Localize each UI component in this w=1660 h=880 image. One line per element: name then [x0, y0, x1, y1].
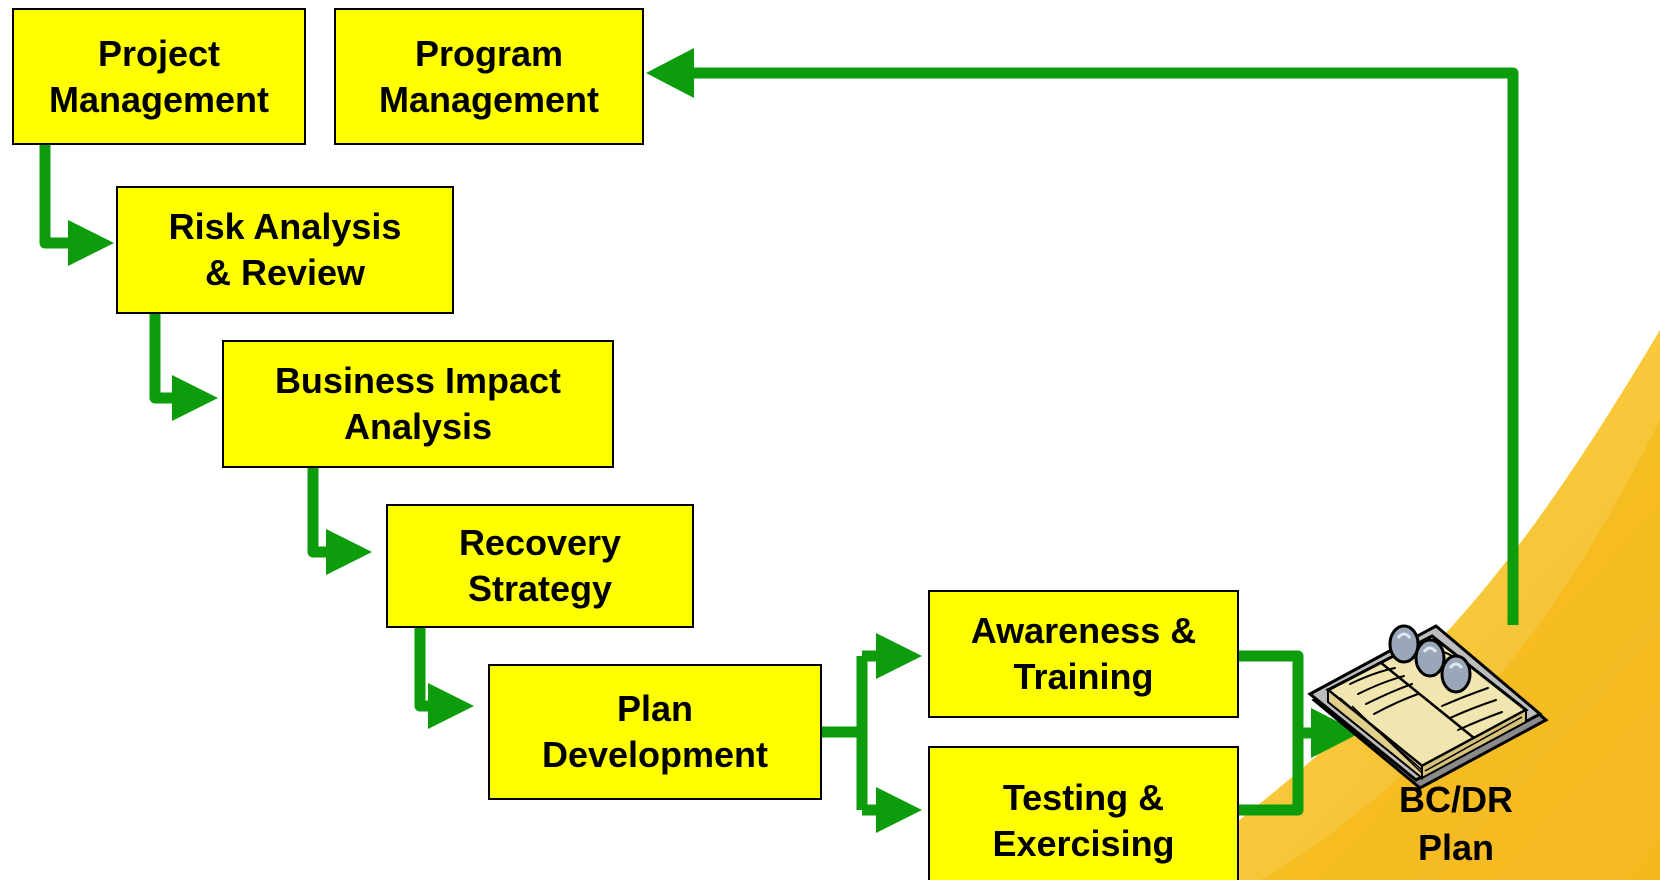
awareness-training-box: Awareness & Training — [928, 590, 1239, 718]
project-management-label: Project Management — [48, 32, 270, 120]
arrowhead-plan — [428, 683, 474, 729]
arrowhead-program — [646, 48, 694, 98]
business-impact-label: Business Impact Analysis — [274, 360, 562, 447]
arrowhead-bia — [172, 375, 218, 421]
arrowhead-risk — [68, 220, 114, 266]
arrowhead-awareness — [876, 633, 922, 679]
testing-exercising-label: Testing & Exercising — [992, 777, 1175, 864]
arrowhead-testing — [876, 787, 922, 833]
program-management-label: Program Management — [378, 32, 600, 120]
risk-analysis-box: Risk Analysis & Review — [116, 186, 454, 314]
bcdr-plan-label: BC/DR Plan — [1399, 779, 1513, 868]
business-impact-box: Business Impact Analysis — [222, 340, 614, 468]
testing-exercising-box: Testing & Exercising — [928, 746, 1239, 880]
binder-planner-icon — [1307, 624, 1549, 790]
recovery-strategy-box: Recovery Strategy — [386, 504, 694, 628]
arrowhead-bcdr — [1311, 708, 1360, 758]
plan-development-label: Plan Development — [541, 688, 769, 775]
risk-analysis-label: Risk Analysis & Review — [168, 206, 402, 293]
awareness-training-label: Awareness & Training — [970, 610, 1197, 697]
plan-development-box: Plan Development — [488, 664, 822, 800]
program-management-box: Program Management — [334, 8, 644, 145]
arrowhead-recovery — [326, 529, 372, 575]
recovery-strategy-label: Recovery Strategy — [458, 522, 622, 609]
project-management-box: Project Management — [12, 8, 306, 145]
